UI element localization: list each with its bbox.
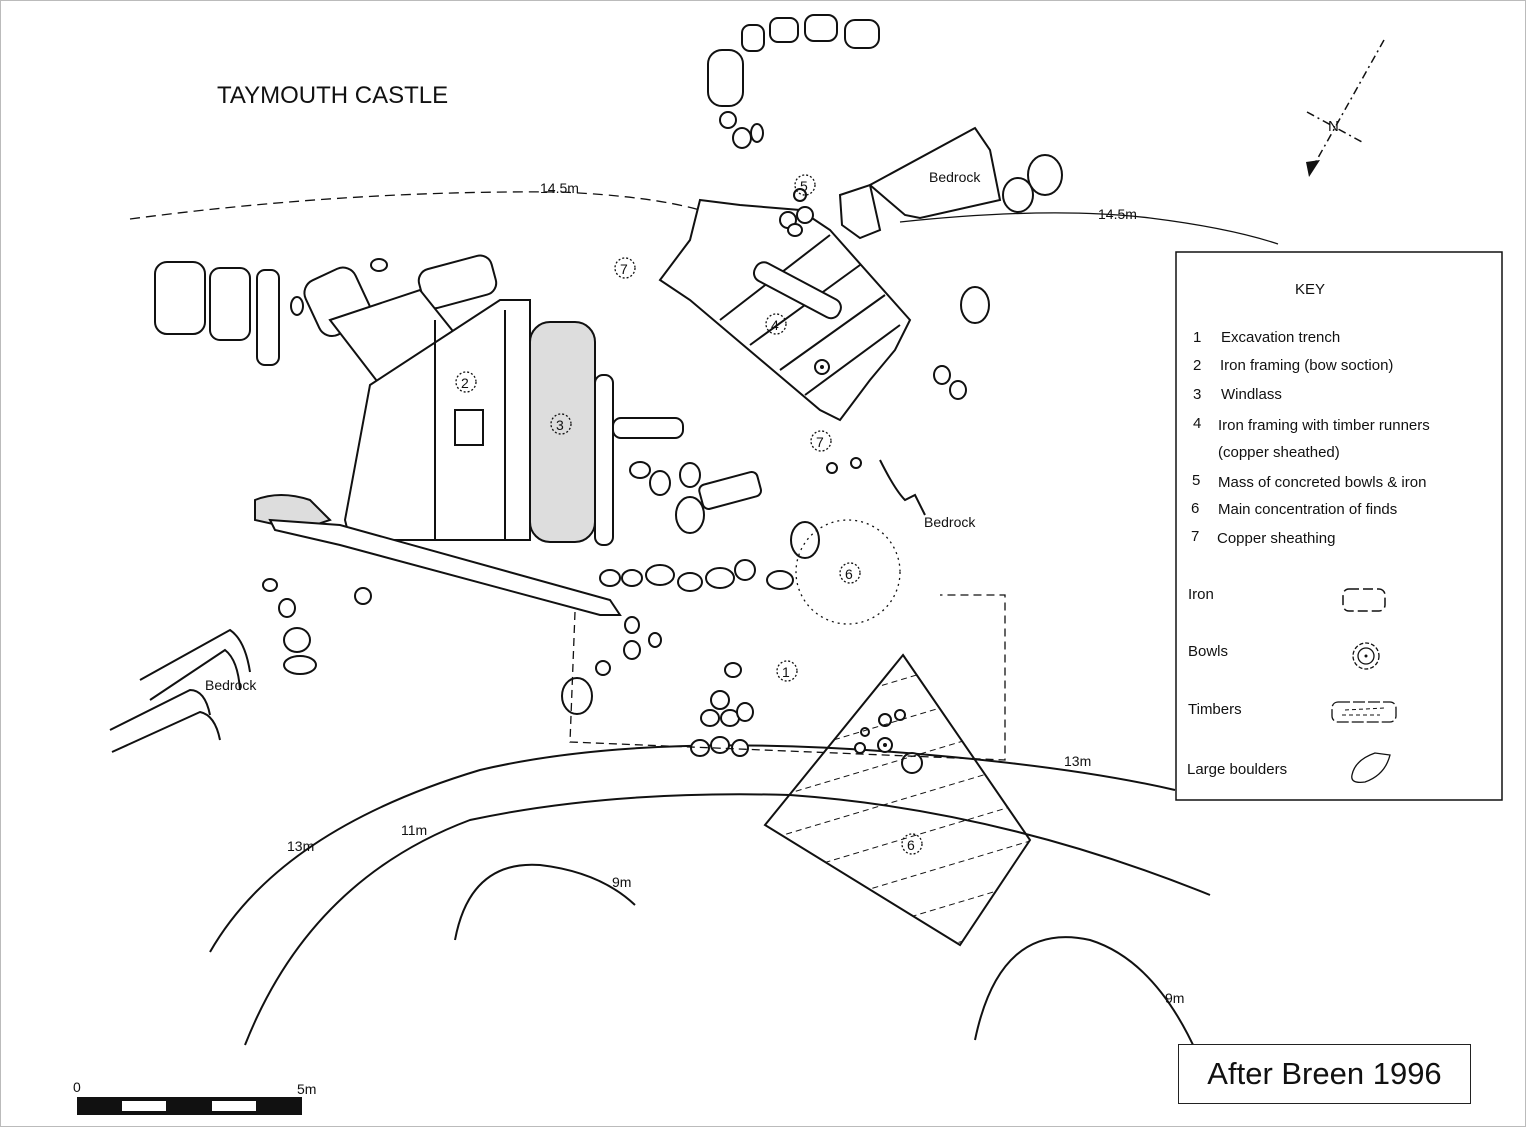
- bowl-symbol: [1352, 642, 1380, 670]
- bedrock-label: Bedrock: [205, 677, 257, 693]
- key-item-label: Excavation trench: [1221, 329, 1340, 346]
- key-item-num: 7: [1191, 528, 1199, 545]
- svg-text:N: N: [1328, 118, 1339, 135]
- feature-markers: 1 2 3 4 5 6 6 7 7: [455, 174, 923, 855]
- finds-concentration-area: [795, 519, 901, 625]
- feature-number: 4: [771, 317, 779, 333]
- excavation-trench: [569, 594, 1006, 761]
- key-item-label: (copper sheathed): [1218, 444, 1340, 461]
- timber-symbol: [1331, 701, 1397, 723]
- key-item-label: Copper sheathing: [1217, 530, 1335, 547]
- key-item-num: 1: [1193, 329, 1201, 346]
- key-item-label: Windlass: [1221, 386, 1282, 403]
- contour-label: 11m: [401, 822, 427, 838]
- scale-bar: 0 5m: [73, 1079, 316, 1115]
- boulders: [707, 14, 990, 400]
- iron-framing-bow: [154, 254, 684, 616]
- key-item-num: 6: [1191, 500, 1199, 517]
- contour-label: 14.5m: [540, 180, 579, 196]
- bedrock-outcrop: [109, 628, 251, 753]
- iron-symbol: [1342, 588, 1386, 612]
- source-credit: After Breen 1996: [1178, 1044, 1471, 1104]
- key-symbol-label: Iron: [1188, 586, 1214, 603]
- key-item-num: 4: [1193, 415, 1201, 432]
- boulders: [262, 188, 923, 774]
- scale-start: 0: [73, 1079, 81, 1095]
- feature-number: 1: [782, 664, 790, 680]
- bedrock-outcrop: [879, 459, 926, 516]
- north-arrow-icon: N: [1306, 39, 1385, 177]
- key-symbol-label: Timbers: [1188, 701, 1242, 718]
- key-symbol-label: Bowls: [1188, 643, 1228, 660]
- bedrock-label: Bedrock: [924, 514, 976, 530]
- contour-label: 14.5m: [1098, 206, 1137, 222]
- contour-lines: [129, 191, 1279, 1101]
- plan-title: TAYMOUTH CASTLE: [217, 82, 448, 109]
- bedrock-label: Bedrock: [929, 169, 981, 185]
- key-item-num: 3: [1193, 386, 1201, 403]
- contour-label: 9m: [1165, 990, 1184, 1006]
- finds-concentration-hatched: [763, 653, 1032, 947]
- key-symbol-label: Large boulders: [1187, 761, 1287, 778]
- bowls: [826, 457, 906, 754]
- contour-label: 13m: [1064, 753, 1091, 769]
- contour-label: 9m: [612, 874, 631, 890]
- scale-end: 5m: [297, 1081, 316, 1097]
- feature-number: 7: [620, 261, 628, 277]
- feature-number: 6: [845, 566, 853, 582]
- feature-number: 5: [800, 178, 808, 194]
- key-item-label: Iron framing (bow soction): [1220, 357, 1393, 374]
- contour-label: 13m: [287, 838, 314, 854]
- key-item-label: Iron framing with timber runners: [1218, 417, 1430, 434]
- key-item-label: Main concentration of finds: [1218, 501, 1397, 518]
- key-item-label: Mass of concreted bowls & iron: [1218, 474, 1426, 491]
- feature-number: 6: [907, 837, 915, 853]
- boulder-symbol: [1351, 752, 1391, 783]
- key-title: KEY: [1295, 281, 1325, 298]
- key-item-num: 5: [1192, 472, 1200, 489]
- key-item-num: 2: [1193, 357, 1201, 374]
- feature-number: 7: [816, 434, 824, 450]
- bedrock-outcrop: [838, 126, 1063, 240]
- feature-number: 3: [556, 417, 564, 433]
- feature-number: 2: [461, 375, 469, 391]
- map-key: KEY 1 Excavation trench 2 Iron framing (…: [1175, 251, 1503, 801]
